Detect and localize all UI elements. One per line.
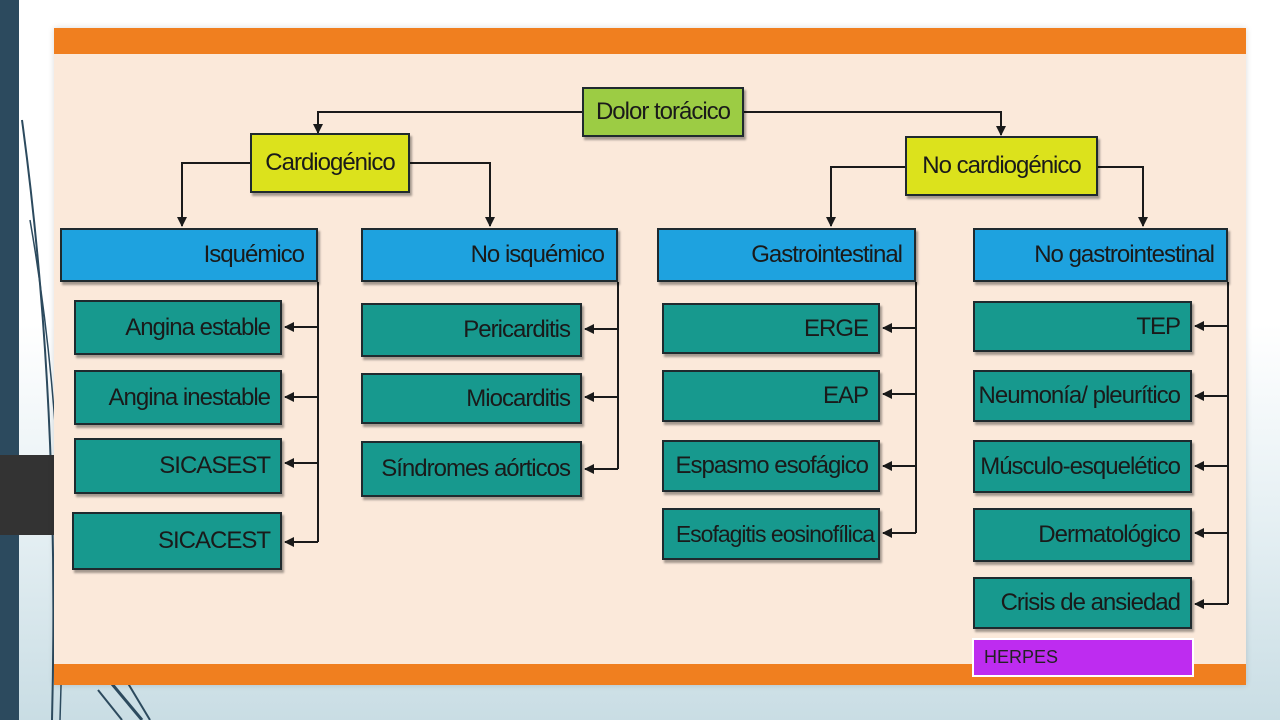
- leaf-erge: ERGE: [662, 303, 880, 354]
- leaf-crisis-de-ansiedad: Crisis de ansiedad: [973, 577, 1192, 629]
- leaf-esofagitis-eosinofilica: Esofagitis eosinofílica: [662, 508, 880, 560]
- leaf-tep: TEP: [973, 301, 1192, 352]
- node-gastrointestinal: Gastrointestinal: [657, 228, 916, 282]
- node-no-isquemico: No isquémico: [361, 228, 618, 282]
- leaf-sicasest: SICASEST: [74, 438, 282, 494]
- leaf-angina-estable: Angina estable: [74, 300, 282, 355]
- leaf-miocarditis: Miocarditis: [361, 373, 582, 424]
- node-no-gastrointestinal: No gastrointestinal: [973, 228, 1228, 282]
- leaf-sicacest: SICACEST: [72, 512, 282, 570]
- leaf-musculo-esqueletico: Músculo-esquelético: [973, 440, 1192, 493]
- herpes-annotation: HERPES: [972, 638, 1194, 677]
- leaf-dermatologico: Dermatológico: [973, 508, 1192, 562]
- leaf-espasmo-esofagico: Espasmo esofágico: [662, 440, 880, 492]
- top-orange-stripe: [54, 28, 1246, 54]
- leaf-sindromes-aorticos: Síndromes aórticos: [361, 441, 582, 497]
- leaf-neumonia-pleuritico: Neumonía/ pleurítico: [973, 370, 1192, 422]
- node-cardiogenico: Cardiogénico: [250, 133, 410, 193]
- leaf-pericarditis: Pericarditis: [361, 303, 582, 357]
- node-no-cardiogenico: No cardiogénico: [905, 136, 1098, 196]
- leaf-eap: EAP: [662, 370, 880, 422]
- bottom-orange-stripe: [54, 664, 1246, 685]
- node-root: Dolor torácico: [582, 87, 744, 137]
- slide-left-bar: [0, 0, 19, 720]
- node-isquemico: Isquémico: [60, 228, 318, 282]
- slide-dark-tab: [0, 455, 58, 535]
- leaf-angina-inestable: Angina inestable: [74, 370, 282, 425]
